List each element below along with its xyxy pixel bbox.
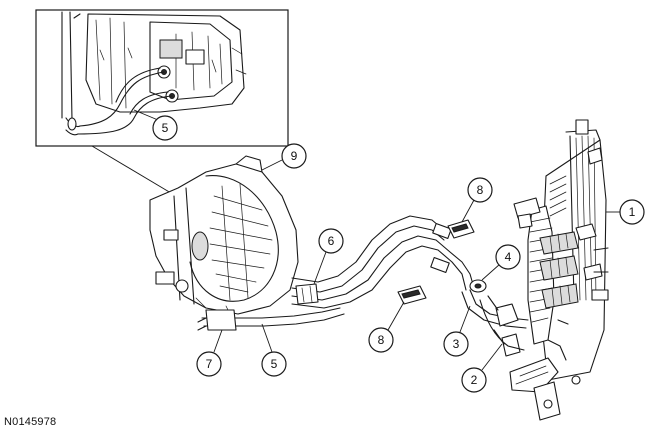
callout-3: 3 (443, 305, 471, 357)
callout-2: 2 (461, 343, 503, 393)
callout-label: 5 (271, 357, 278, 371)
callout-label: 5 (162, 121, 169, 135)
callout-label: 7 (206, 357, 213, 371)
callout-5-inset: 5 (133, 109, 178, 141)
callout-5-main: 5 (261, 323, 287, 377)
callout-8-lower: 8 (368, 301, 405, 353)
callout-label: 6 (328, 234, 335, 248)
cooler-lines (197, 215, 529, 357)
callout-label: 3 (453, 337, 460, 351)
callout-7: 7 (196, 329, 223, 377)
callout-1: 1 (606, 199, 645, 225)
callout-9: 9 (261, 143, 307, 171)
callout-6: 6 (313, 228, 344, 285)
callout-label: 2 (471, 373, 478, 387)
callout-label: 9 (291, 149, 298, 163)
callout-label: 1 (629, 205, 636, 219)
callout-8-upper: 8 (461, 177, 493, 223)
callout-label: 8 (378, 333, 385, 347)
figure-id: N0145978 (4, 416, 57, 428)
callout-label: 4 (505, 250, 512, 264)
callout-label: 8 (477, 183, 484, 197)
callout-4: 4 (481, 244, 521, 281)
transmission-bell-housing (149, 155, 299, 315)
clip-lower (397, 285, 427, 305)
radiator-cooler-assembly (509, 119, 609, 421)
clip-upper (447, 219, 475, 239)
